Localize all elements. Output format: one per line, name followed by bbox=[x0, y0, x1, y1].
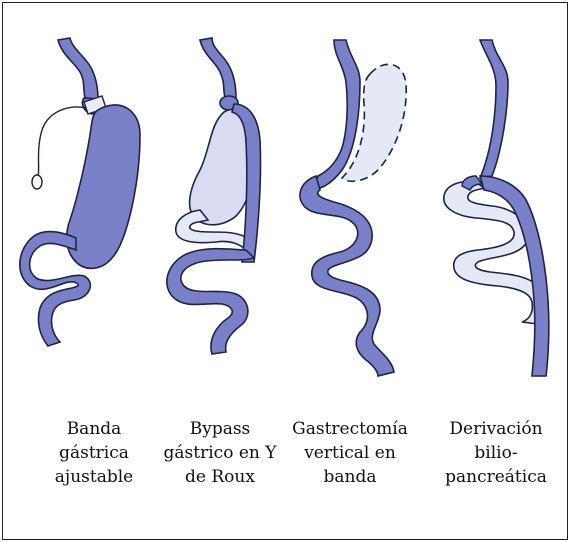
illustration-gastric-band bbox=[20, 38, 140, 346]
label-line: gástrico en Y bbox=[155, 441, 285, 465]
label-line: bilio- bbox=[431, 441, 561, 465]
esophagus bbox=[200, 38, 236, 100]
label-line: Bypass bbox=[155, 417, 285, 441]
label-line: banda bbox=[285, 465, 415, 489]
label-line: de Roux bbox=[155, 465, 285, 489]
common-limb bbox=[167, 249, 254, 354]
esophagus bbox=[58, 38, 98, 100]
label-sleeve-gastrectomy: Gastrectomía vertical en banda bbox=[285, 417, 415, 489]
access-port bbox=[32, 175, 42, 189]
label-line: vertical en bbox=[285, 441, 415, 465]
band-tube bbox=[38, 107, 86, 178]
label-biliopancreatic-diversion: Derivación bilio- pancreática bbox=[431, 417, 561, 489]
label-line: pancreática bbox=[431, 465, 561, 489]
label-line: Derivación bbox=[431, 417, 561, 441]
illustration-sleeve-gastrectomy bbox=[300, 40, 406, 376]
illustration-roux-en-y-bypass bbox=[167, 38, 261, 354]
label-line: ajustable bbox=[29, 465, 159, 489]
illustration-biliopancreatic-diversion bbox=[444, 40, 549, 376]
label-line: Banda bbox=[29, 417, 159, 441]
label-line: Gastrectomía bbox=[285, 417, 415, 441]
label-gastric-band: Banda gástrica ajustable bbox=[29, 417, 159, 489]
label-roux-en-y-bypass: Bypass gástrico en Y de Roux bbox=[155, 417, 285, 489]
intestine bbox=[300, 176, 394, 376]
esophagus bbox=[480, 40, 508, 178]
stomach bbox=[67, 105, 140, 268]
label-line: gástrica bbox=[29, 441, 159, 465]
